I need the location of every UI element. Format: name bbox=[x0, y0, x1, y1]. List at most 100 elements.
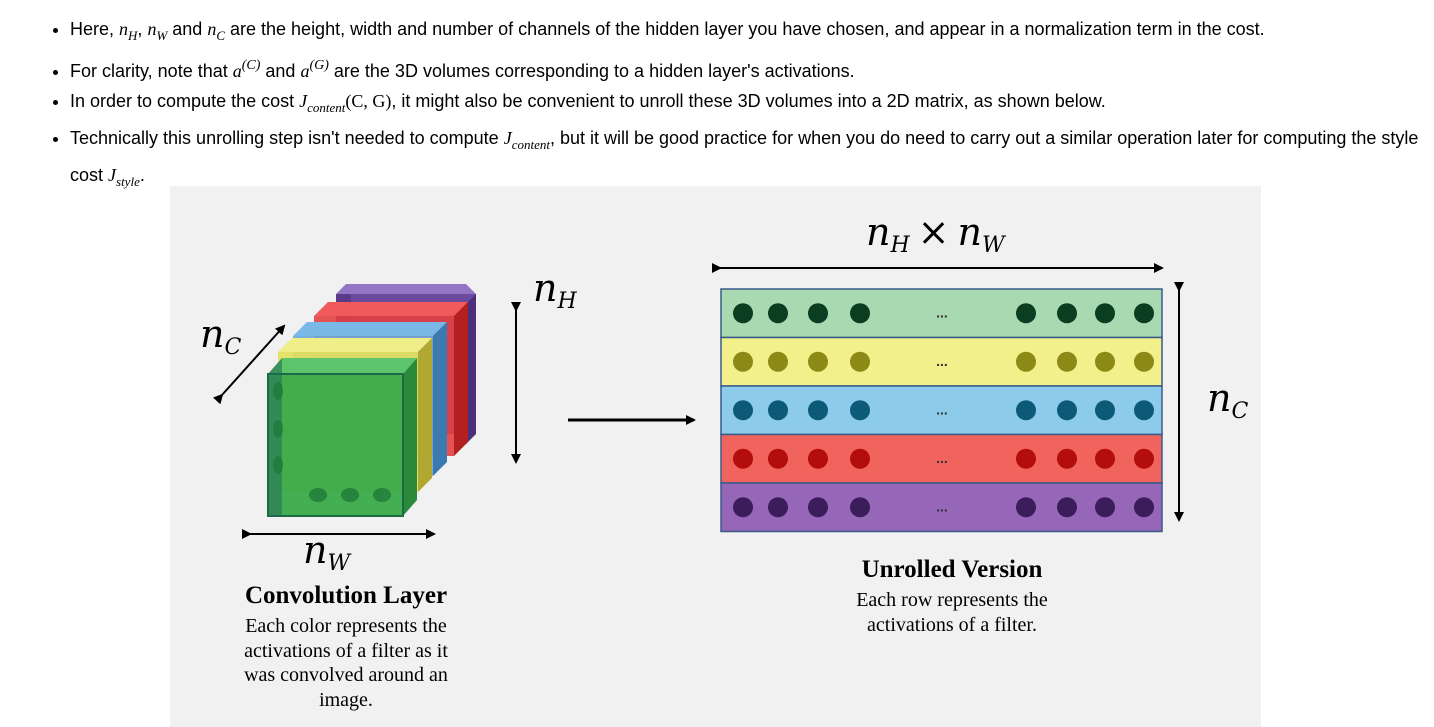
activation-dot bbox=[1016, 351, 1036, 372]
nc-left-label: nC bbox=[200, 312, 241, 360]
bullet-list: Here, nH, nW and nC are the height, widt… bbox=[50, 14, 1434, 197]
text: In order to compute the cost bbox=[70, 91, 300, 111]
row-ellipsis: ... bbox=[936, 401, 948, 417]
text: are the 3D volumes corresponding to a hi… bbox=[328, 61, 855, 81]
activation-dot bbox=[768, 400, 788, 421]
math-j: J bbox=[503, 128, 512, 148]
label-sub: W bbox=[982, 233, 1005, 258]
activation-dot bbox=[1134, 303, 1154, 324]
activation-dot bbox=[850, 303, 870, 324]
activation-dot bbox=[733, 303, 753, 324]
row-ellipsis: ... bbox=[936, 304, 948, 320]
activation-dot bbox=[1134, 497, 1154, 518]
activation-dot bbox=[1016, 400, 1036, 421]
activation-dot bbox=[1057, 448, 1077, 469]
activation-dot bbox=[768, 351, 788, 372]
math-sub: W bbox=[156, 28, 168, 43]
math-a: a bbox=[300, 61, 310, 81]
activation-dot bbox=[808, 448, 828, 469]
activation-dot bbox=[1057, 497, 1077, 518]
matrix-row-blue: ... bbox=[720, 385, 1163, 436]
bullet-technically: Technically this unrolling step isn't ne… bbox=[70, 123, 1434, 197]
label-n: n bbox=[866, 210, 891, 254]
activation-dot bbox=[850, 351, 870, 372]
label-sub: W bbox=[327, 551, 351, 576]
text: are the height, width and number of chan… bbox=[225, 19, 1265, 39]
activation-dot bbox=[1095, 351, 1115, 372]
activation-dot bbox=[850, 497, 870, 518]
text: Here, bbox=[70, 19, 120, 39]
text: . bbox=[139, 165, 145, 185]
label-sub: C bbox=[224, 335, 242, 360]
matrix-row-purple: ... bbox=[720, 482, 1163, 533]
unrolled-title: Unrolled Version bbox=[861, 556, 1043, 583]
text: and bbox=[260, 61, 301, 81]
activation-dot bbox=[1095, 448, 1115, 469]
math-j: J bbox=[299, 91, 308, 111]
activation-dot bbox=[808, 497, 828, 518]
label-sub: H bbox=[557, 289, 577, 314]
text: and bbox=[167, 19, 208, 39]
activation-dot bbox=[1134, 448, 1154, 469]
caption-line: activations of a filter. bbox=[867, 613, 1037, 636]
times-sign: × bbox=[917, 210, 950, 254]
activation-dot bbox=[1057, 400, 1077, 421]
row-band bbox=[720, 288, 1163, 339]
label-n: n bbox=[957, 210, 982, 254]
row-ellipsis: ... bbox=[936, 353, 948, 369]
math-n: n bbox=[119, 19, 129, 39]
math-a: a bbox=[232, 61, 242, 81]
math-j: J bbox=[108, 165, 117, 185]
activation-dot bbox=[733, 351, 753, 372]
activation-dot bbox=[850, 400, 870, 421]
activation-dot bbox=[808, 303, 828, 324]
label-sub: C bbox=[1231, 399, 1249, 424]
math-sub: style bbox=[116, 174, 140, 189]
activation-dot bbox=[1057, 351, 1077, 372]
activation-dot bbox=[1016, 448, 1036, 469]
bullet-dimensions: Here, nH, nW and nC are the height, widt… bbox=[70, 14, 1434, 51]
math-sub: content bbox=[307, 100, 346, 115]
conv-volume bbox=[267, 284, 476, 517]
unrolled-description: Each row represents the activations of a… bbox=[812, 588, 1092, 637]
label-n: n bbox=[533, 266, 558, 310]
math-n: n bbox=[147, 19, 157, 39]
caption-line: activations of a filter as it bbox=[244, 639, 448, 662]
text: Technically this unrolling step isn't ne… bbox=[70, 128, 504, 148]
unroll-figure: ............... nC nH nW nH×nW nC Convol… bbox=[170, 186, 1261, 727]
layer-green bbox=[267, 358, 417, 517]
caption-line: Each row represents the bbox=[856, 589, 1048, 611]
figure-drawing: ............... bbox=[212, 263, 1184, 539]
math-sub: C bbox=[216, 28, 225, 43]
row-band bbox=[720, 385, 1163, 436]
nc-right-label: nC bbox=[1207, 376, 1248, 424]
nh-times-nw-label: nH×nW bbox=[866, 210, 1005, 258]
caption-line: was convolved around an bbox=[244, 664, 448, 686]
activation-dot bbox=[733, 448, 753, 469]
caption-line: Each color represents the bbox=[245, 615, 447, 637]
bullet-clarity: For clarity, note that a(C) and a(G) are… bbox=[70, 51, 1434, 86]
row-ellipsis: ... bbox=[936, 498, 948, 514]
activation-dot bbox=[850, 448, 870, 469]
activation-dot bbox=[1095, 400, 1115, 421]
matrix-row-green: ... bbox=[720, 288, 1163, 339]
activation-dot bbox=[1057, 303, 1077, 324]
activation-dot bbox=[808, 351, 828, 372]
conv-layer-description: Each color represents the activations of… bbox=[206, 614, 486, 712]
unrolled-matrix: ............... bbox=[720, 288, 1163, 533]
activation-dot bbox=[733, 400, 753, 421]
activation-dot bbox=[733, 497, 753, 518]
activation-dot bbox=[1016, 303, 1036, 324]
row-band bbox=[720, 433, 1163, 484]
matrix-row-yellow: ... bbox=[720, 336, 1163, 387]
label-n: n bbox=[1207, 376, 1232, 420]
math-n: n bbox=[207, 19, 217, 39]
math-args: (C, G) bbox=[345, 91, 392, 111]
nw-label: nW bbox=[303, 528, 350, 576]
activation-dot bbox=[1134, 351, 1154, 372]
math-sub: H bbox=[128, 28, 138, 43]
activation-dot bbox=[1095, 497, 1115, 518]
activation-dot bbox=[1095, 303, 1115, 324]
text: For clarity, note that bbox=[70, 61, 233, 81]
text: , bbox=[137, 19, 148, 39]
